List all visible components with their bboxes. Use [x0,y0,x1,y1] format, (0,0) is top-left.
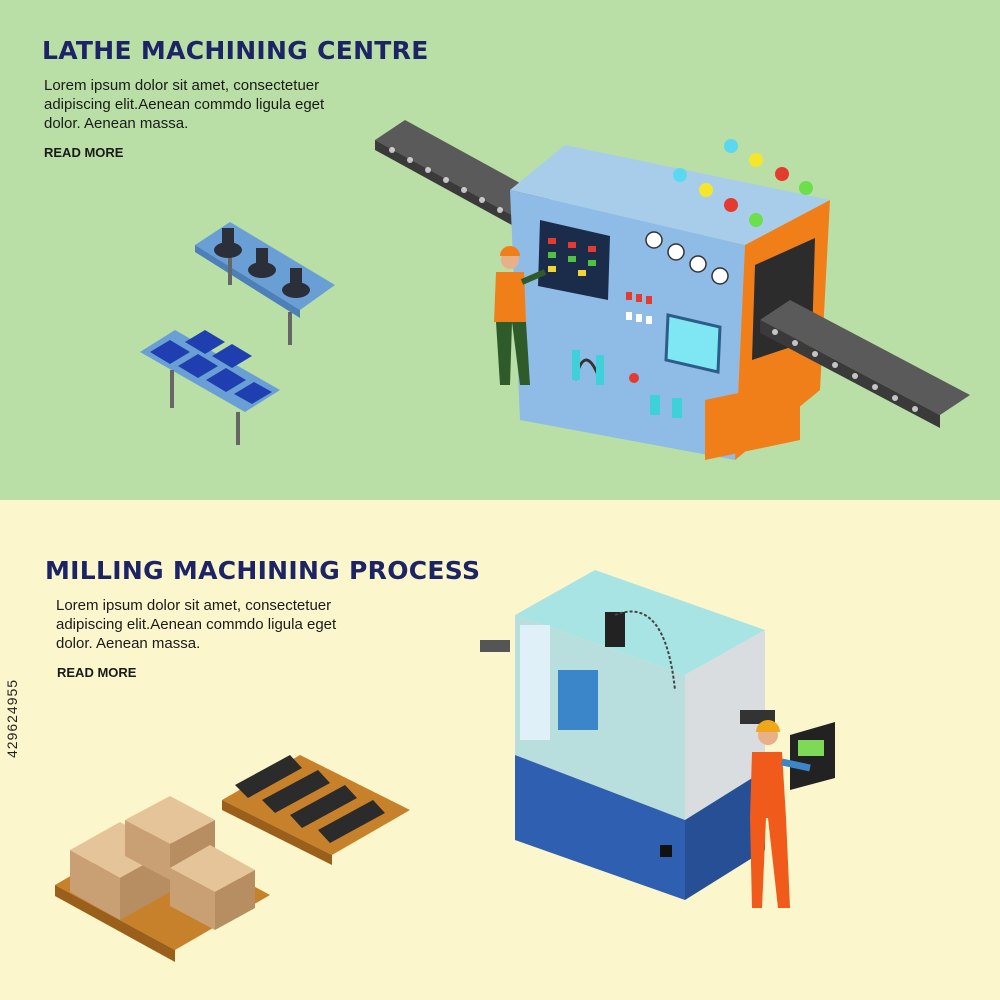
milling-read-more-link[interactable]: READ MORE [57,665,137,680]
lathe-section-title: LATHE MACHINING CENTRE [42,36,429,65]
pallet-with-pipes-illustration [222,755,410,865]
lathe-read-more-link[interactable]: READ MORE [44,145,124,160]
milling-section: MILLING MACHINING PROCESS Lorem ipsum do… [0,500,1000,1000]
warning-lights-illustration [673,139,813,227]
milling-section-title: MILLING MACHINING PROCESS [45,556,481,585]
lathe-section-description: Lorem ipsum dolor sit amet, consectetuer… [44,77,325,132]
conveyor-front-illustration [760,300,970,428]
solar-panel-table-illustration [140,330,280,445]
worker-illustration [494,246,547,385]
stock-image-id: 429624955 [4,676,20,760]
cardboard-boxes-illustration [70,796,255,930]
milling-section-description: Lorem ipsum dolor sit amet, consectetuer… [56,597,337,652]
milling-machine-illustration [480,570,775,900]
pallet-with-boxes-illustration [55,796,270,962]
lathe-machine-illustration [510,139,830,460]
table-with-parts-illustration [195,222,335,345]
control-panel-illustration [790,722,835,790]
lathe-section: LATHE MACHINING CENTRE Lorem ipsum dolor… [0,0,1000,500]
lathe-illustration [140,120,970,460]
milling-illustration [55,570,835,962]
operator-worker-illustration [750,720,811,908]
